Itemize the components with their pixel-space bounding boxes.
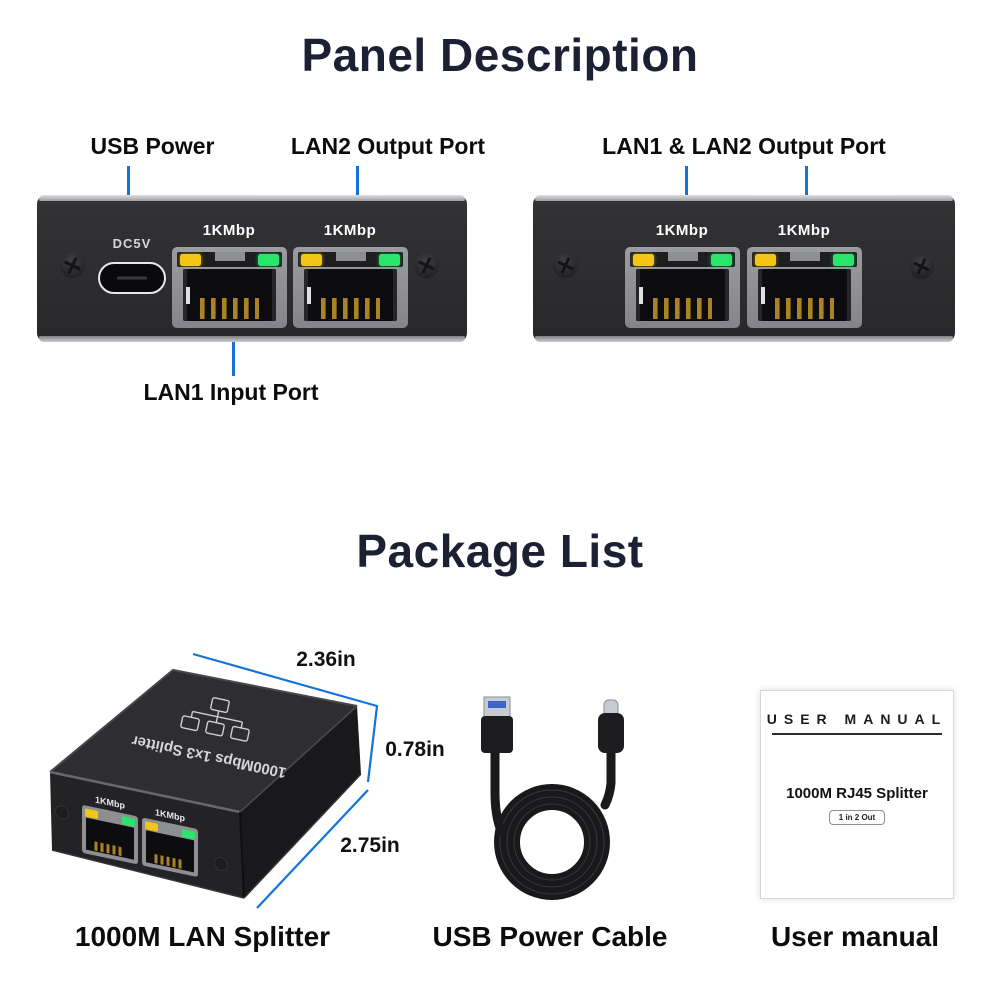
splitter-side-face (240, 706, 361, 898)
led-yellow-icon (755, 254, 776, 266)
screw-icon (55, 248, 90, 283)
port-speed-label: 1KMbp (323, 222, 377, 239)
led-yellow-icon (301, 254, 322, 266)
rj45-opening (183, 269, 276, 321)
dimension-depth-label: 2.75in (340, 834, 400, 857)
rj45-port-lan1-out (625, 247, 740, 328)
splitter-3d-image: 1000Mbps 1x3 Splitter 1KMbp (49, 652, 379, 909)
port-speed-label: 1KMbp (655, 222, 709, 239)
led-yellow-icon (145, 821, 158, 832)
led-yellow-icon (633, 254, 654, 266)
manual-rule (772, 733, 942, 735)
dimension-width-label: 2.36in (296, 648, 356, 671)
usb-power-label: USB Power (90, 133, 215, 159)
port-speed-label: 1KMbp (777, 222, 831, 239)
rj45-opening (304, 269, 397, 321)
led-green-icon (182, 829, 195, 840)
rj45-notch (761, 286, 765, 305)
port-speed-label: 1KMbp (202, 222, 256, 239)
package-list-title: Package List (356, 525, 644, 577)
usb-cable-image (481, 696, 624, 900)
led-green-icon (833, 254, 854, 266)
user-manual-page: USER MANUAL 1000M RJ45 Splitter 1 in 2 O… (760, 690, 954, 899)
rj45-port-lan1 (172, 247, 287, 328)
rj45-tab (789, 252, 820, 261)
led-green-icon (122, 816, 135, 827)
manual-heading: USER MANUAL (766, 711, 948, 727)
screw-icon (409, 248, 444, 283)
led-green-icon (379, 254, 400, 266)
lan1-lan2-output-label: LAN1 & LAN2 Output Port (602, 133, 886, 159)
screw-icon (214, 856, 228, 872)
splitter-front-top-edge (49, 770, 241, 814)
dc5v-label: DC5V (112, 236, 152, 251)
cable-lead-c (600, 746, 616, 810)
rj45-opening (636, 269, 729, 321)
manual-caption: User manual (770, 921, 940, 952)
usb-c-port (98, 262, 166, 294)
rj45-notch (307, 286, 311, 305)
dimension-height-label: 0.78in (385, 738, 445, 761)
usb-c-connector-icon (598, 699, 624, 753)
splitter-side-top-edge (239, 705, 358, 813)
splitter-corner-edge (239, 811, 245, 899)
splitter-network-diagram-icon (180, 697, 250, 742)
splitter-front-panel-output-side: 1KMbp 1KMbp (533, 195, 955, 342)
cable-caption: USB Power Cable (432, 921, 668, 952)
rj45-notch (186, 286, 190, 305)
dimension-line-depth (256, 789, 369, 909)
panel-description-title: Panel Description (301, 29, 699, 81)
led-yellow-icon (180, 254, 201, 266)
splitter-3d-rj45-port: 1KMbp (142, 807, 198, 877)
rj45-pins (774, 298, 835, 319)
led-green-icon (258, 254, 279, 266)
rj45-port-lan2 (293, 247, 408, 328)
led-yellow-icon (85, 808, 98, 819)
rj45-pins (320, 298, 381, 319)
splitter-caption: 1000M LAN Splitter (74, 921, 331, 952)
rj45-pins (199, 298, 260, 319)
rj45-tab (335, 252, 366, 261)
lan1-input-label: LAN1 Input Port (143, 379, 319, 405)
usb-a-connector-icon (481, 696, 513, 753)
splitter-front-panel-input-side: DC5V 1KMbp 1KMbp (37, 195, 467, 342)
rj45-port-lan2-out (747, 247, 862, 328)
screw-icon (548, 248, 583, 283)
rj45-opening (758, 269, 851, 321)
lan2-output-label: LAN2 Output Port (290, 133, 486, 159)
splitter-back-edges (49, 668, 358, 773)
rj45-tab (667, 252, 698, 261)
cable-lead-a (490, 746, 506, 836)
splitter-3d-rj45-port: 1KMbp (82, 795, 138, 864)
screw-icon (904, 249, 939, 284)
manual-product-name: 1000M RJ45 Splitter (786, 785, 928, 802)
led-green-icon (711, 254, 732, 266)
rj45-notch (639, 286, 643, 305)
rj45-pins (652, 298, 713, 319)
manual-badge: 1 in 2 Out (828, 810, 886, 825)
splitter-top-face (50, 670, 357, 812)
screw-icon (55, 805, 69, 820)
rj45-tab (214, 252, 245, 261)
dimension-line-width-height (192, 652, 379, 783)
splitter-bottom-edges (51, 773, 362, 899)
